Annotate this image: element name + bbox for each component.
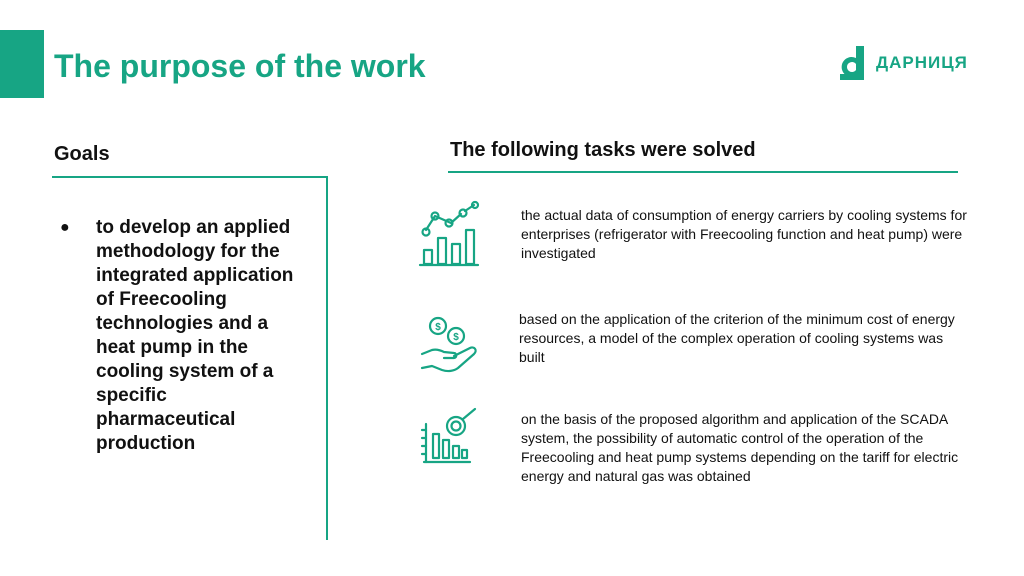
page-title: The purpose of the work [54,48,426,84]
tasks-heading: The following tasks were solved [450,139,756,161]
goal-text: to develop an applied methodology for th… [96,217,294,454]
task-text: based on the application of the criterio… [519,311,955,365]
svg-text:$: $ [453,332,459,343]
tasks-divider [448,171,958,173]
bullet-icon: ● [60,219,70,236]
logo-text: ДАРНИЦЯ [876,53,968,72]
title-accent-block [0,30,44,98]
task-text: on the basis of the proposed algorithm a… [521,411,959,484]
svg-text:$: $ [435,322,441,333]
goals-divider [52,176,328,178]
hand-money-icon: $ $ [420,316,477,373]
goals-heading: Goals [54,143,110,165]
task-text: the actual data of consumption of energy… [521,207,967,261]
growth-chart-icon [418,200,480,267]
company-logo: ДАРНИЦЯ [838,46,968,80]
goal-list-item: ● to develop an applied methodology for … [60,216,310,456]
goals-vertical-divider [326,176,328,540]
chart-magnifier-icon [420,407,477,464]
logo-mark-icon [840,46,864,80]
